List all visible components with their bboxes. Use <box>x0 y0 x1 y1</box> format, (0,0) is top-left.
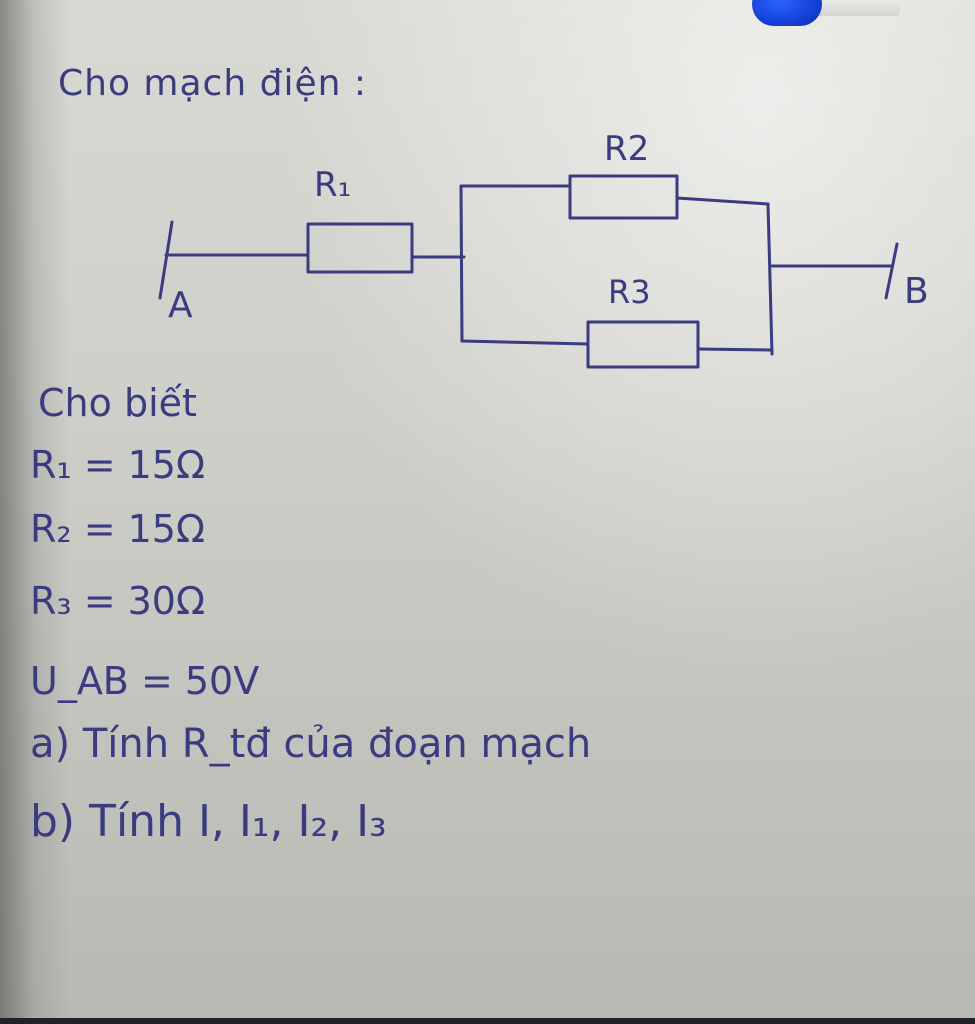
given-heading: Cho biết <box>38 381 197 425</box>
problem-title: Cho mạch điện : <box>58 63 367 104</box>
question-a: a) Tính R_tđ của đoạn mạch <box>30 721 592 767</box>
pen-cap <box>752 0 822 26</box>
question-b: b) Tính I, I₁, I₂, I₃ <box>30 796 387 847</box>
resistor-r2 <box>568 174 679 220</box>
label-r1: R₁ <box>314 165 352 205</box>
given-r1: R₁ = 15Ω <box>30 443 206 487</box>
terminal-b-mark <box>884 242 899 300</box>
pen-body <box>810 0 900 16</box>
label-terminal-a: A <box>168 285 193 326</box>
wire-bottom-left <box>460 339 590 346</box>
terminal-a-mark <box>158 220 174 300</box>
bottom-edge <box>0 1018 975 1024</box>
wire-top-right <box>675 196 770 206</box>
given-uab: U_AB = 50V <box>30 659 260 703</box>
resistor-r1 <box>306 222 414 274</box>
wire-bottom-right <box>696 347 774 352</box>
label-r2: R2 <box>604 129 650 169</box>
label-terminal-b: B <box>904 271 929 312</box>
shadow <box>0 0 70 1018</box>
label-r3: R3 <box>608 273 651 311</box>
wire-parallel-left <box>459 184 464 343</box>
given-r3: R₃ = 30Ω <box>30 579 206 623</box>
resistor-r3 <box>586 320 700 369</box>
given-r2: R₂ = 15Ω <box>30 507 206 551</box>
wire-parallel-right <box>766 202 774 356</box>
